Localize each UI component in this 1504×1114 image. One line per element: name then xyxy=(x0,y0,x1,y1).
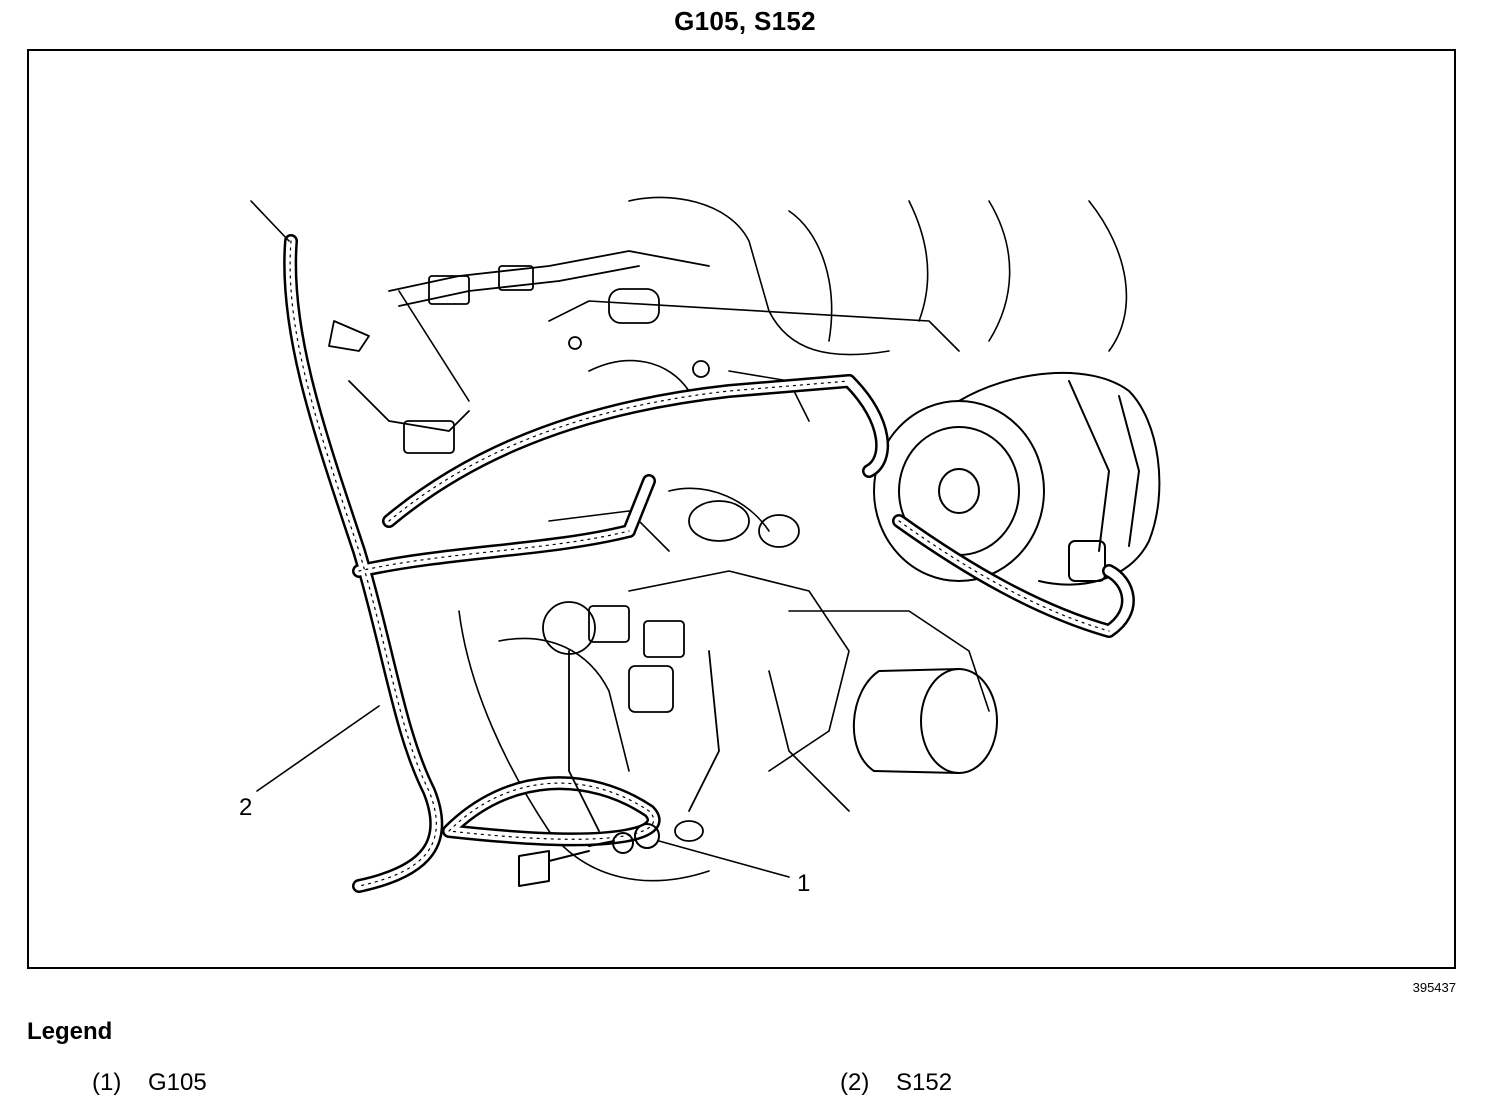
top-left-leader xyxy=(250,200,290,242)
harness-conduit-ribs xyxy=(289,240,1110,887)
callout-1-leader xyxy=(658,840,790,878)
diagram-frame: 1 2 xyxy=(27,49,1456,969)
engine-harness-illustration: 1 2 xyxy=(239,196,1161,897)
harness-conduit-inner xyxy=(285,236,1133,891)
engine-block-outline xyxy=(458,196,1128,882)
callout-2-label: 2 xyxy=(239,794,252,821)
legend-item-g105: (1) G105 xyxy=(92,1069,207,1097)
legend-item-number: (1) xyxy=(92,1069,122,1096)
alternator xyxy=(873,371,1161,586)
legend-item-text: G105 xyxy=(148,1069,207,1096)
callout-1-label: 1 xyxy=(797,870,810,897)
legend-item-number: (2) xyxy=(840,1069,870,1096)
legend-heading: Legend xyxy=(27,1018,113,1045)
page-title: G105, S152 xyxy=(674,6,816,36)
callout-2-leader xyxy=(256,705,380,792)
oil-filter xyxy=(853,668,998,774)
figure-id: 395437 xyxy=(1412,980,1456,995)
legend-item-s152: (2) S152 xyxy=(840,1069,952,1097)
lower-connectors xyxy=(542,500,800,842)
ground-bolt-g105 xyxy=(518,823,660,887)
upper-harness xyxy=(328,250,710,454)
legend-item-text: S152 xyxy=(896,1069,953,1096)
callout-leaders xyxy=(250,200,790,878)
bracket-leader xyxy=(398,290,470,402)
